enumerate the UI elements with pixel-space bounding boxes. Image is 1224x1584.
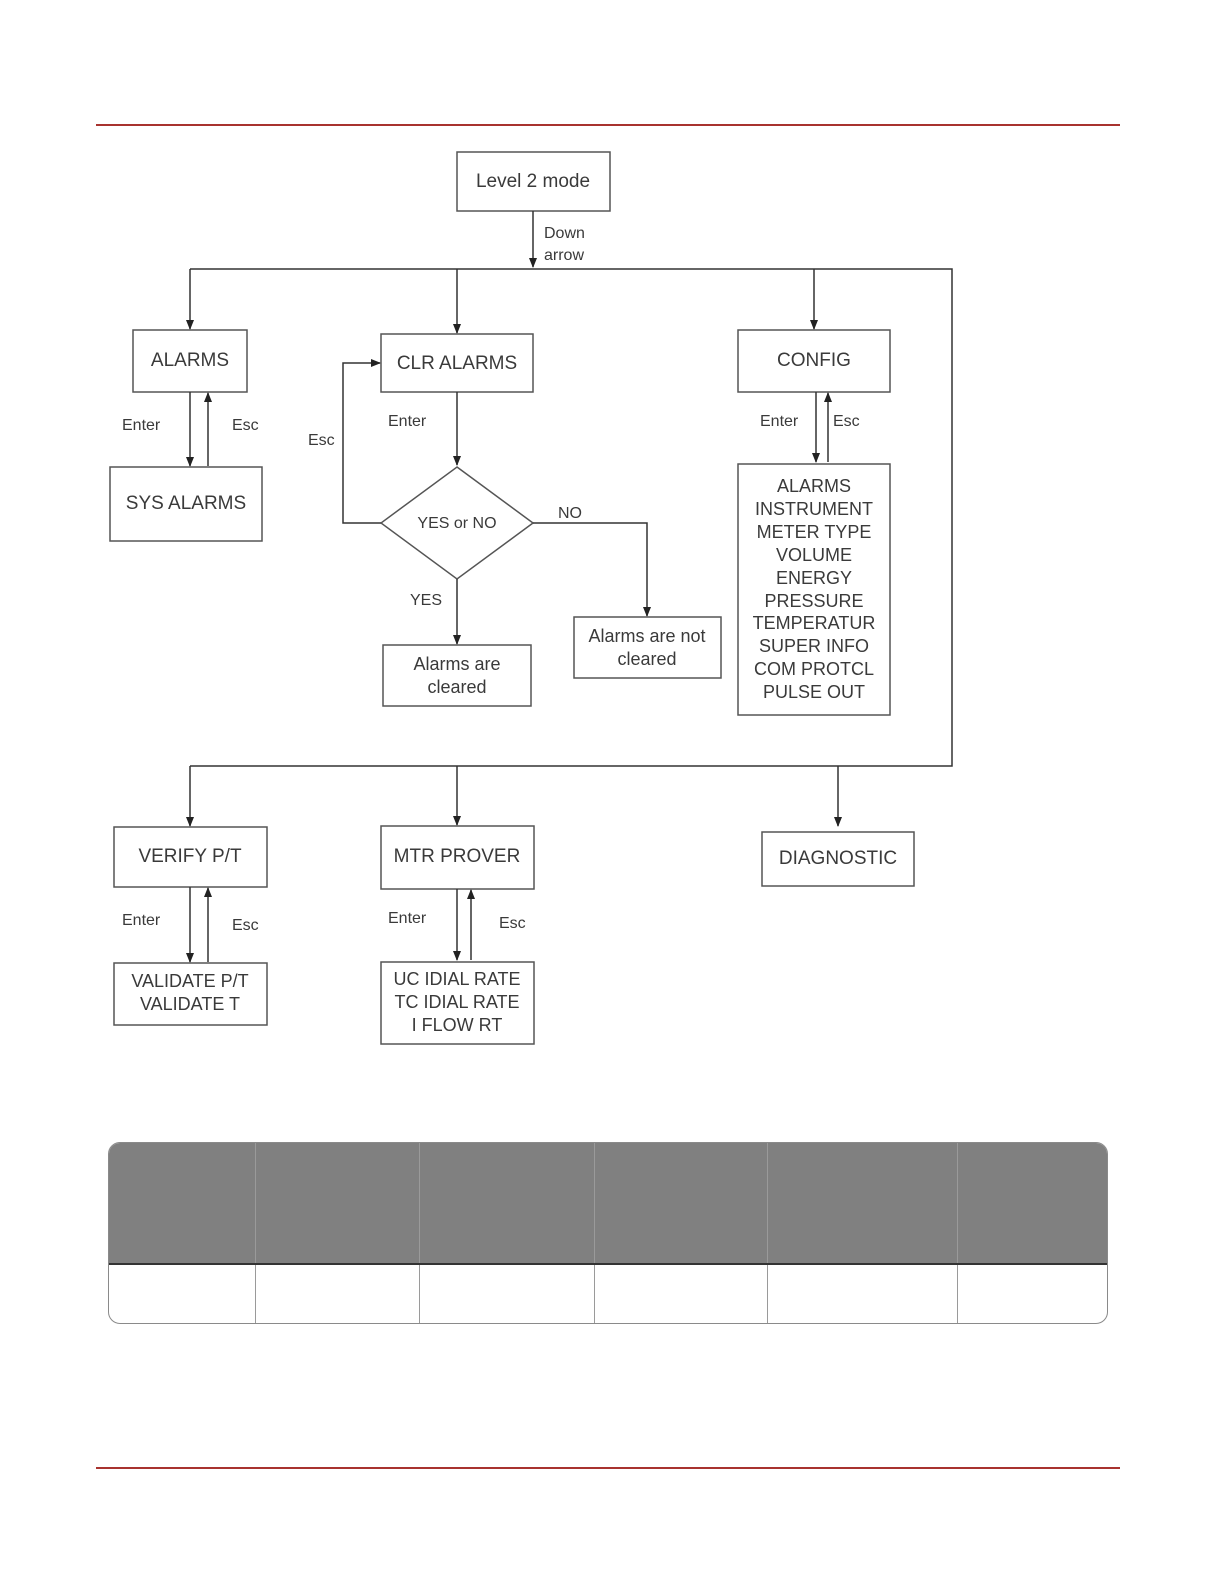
config-menu-item: METER TYPE	[757, 522, 872, 542]
verify-enter-label: Enter	[122, 912, 161, 929]
clr-alarms-label: CLR ALARMS	[397, 353, 517, 374]
validate-node: VALIDATE P/T VALIDATE T	[113, 962, 268, 1026]
down-arrow-label-1: Down	[544, 225, 585, 242]
level-2-mode-label: Level 2 mode	[476, 171, 590, 192]
mtr-prover-node: MTR PROVER	[380, 825, 535, 890]
table-header-cell	[109, 1143, 256, 1264]
table-header-cell	[419, 1143, 595, 1264]
mtr-prover-label: MTR PROVER	[394, 846, 521, 867]
decision-esc-loop	[342, 359, 381, 524]
clr-enter-label: Enter	[388, 413, 427, 430]
table-header-cell	[255, 1143, 420, 1264]
table-header-row	[109, 1143, 1107, 1264]
prover-enter-label: Enter	[388, 910, 427, 927]
no-arrow	[533, 522, 651, 617]
table-header-cell	[594, 1143, 768, 1264]
prover-esc-label: Esc	[499, 915, 526, 932]
config-menu-item: SUPER INFO	[759, 636, 869, 656]
decision-label: YES or NO	[417, 515, 496, 532]
config-menu-item: PRESSURE	[764, 591, 863, 611]
alarms-label: ALARMS	[151, 350, 229, 371]
header-rule	[96, 124, 1120, 126]
yes-no-decision: YES or NO	[379, 466, 535, 580]
verify-pt-label: VERIFY P/T	[138, 846, 242, 867]
alarms-not-cleared-line-2: cleared	[617, 649, 676, 669]
down-arrow-label-2: arrow	[544, 247, 584, 264]
table-cell	[957, 1263, 1107, 1323]
config-menu-item: TEMPERATUR	[753, 613, 876, 633]
alarms-enter-label: Enter	[122, 417, 161, 434]
prover-menu-node: UC IDIAL RATE TC IDIAL RATE I FLOW RT	[380, 961, 535, 1045]
prover-menu-item: UC IDIAL RATE	[393, 969, 520, 989]
table-row	[109, 1263, 1107, 1323]
table-cell	[255, 1263, 420, 1323]
yes-label: YES	[410, 592, 442, 609]
diagnostic-label: DIAGNOSTIC	[779, 848, 897, 869]
level-2-mode-flowchart: Level 2 mode Down arrow ALARMS Enter Esc…	[109, 151, 953, 1045]
config-menu-item: ENERGY	[776, 568, 852, 588]
table-cell	[767, 1263, 958, 1323]
level-2-mode-node: Level 2 mode	[456, 151, 611, 212]
verify-pt-node: VERIFY P/T	[113, 826, 268, 888]
config-menu-node: ALARMS INSTRUMENT METER TYPE VOLUME ENER…	[737, 463, 891, 716]
config-label: CONFIG	[777, 350, 851, 371]
sys-alarms-node: SYS ALARMS	[109, 466, 263, 542]
config-esc-label: Esc	[833, 413, 860, 430]
alarms-cleared-node: Alarms are cleared	[382, 644, 532, 707]
decision-esc-label: Esc	[308, 432, 335, 449]
verify-esc-label: Esc	[232, 917, 259, 934]
empty-table	[108, 1142, 1108, 1324]
prover-menu-item: I FLOW RT	[412, 1015, 503, 1035]
config-menu-item: PULSE OUT	[763, 682, 865, 702]
alarms-not-cleared-node: Alarms are not cleared	[573, 616, 722, 679]
table-header-cell	[957, 1143, 1107, 1264]
config-enter-label: Enter	[760, 413, 799, 430]
sys-alarms-label: SYS ALARMS	[126, 493, 246, 514]
config-menu-item: ALARMS	[777, 476, 851, 496]
alarms-node: ALARMS	[132, 329, 248, 393]
prover-menu-item: TC IDIAL RATE	[394, 992, 519, 1012]
table-cell	[419, 1263, 595, 1323]
validate-line-2: VALIDATE T	[140, 994, 240, 1014]
table-header-cell	[767, 1143, 958, 1264]
config-menu-item: INSTRUMENT	[755, 499, 873, 519]
no-label: NO	[558, 505, 582, 522]
config-menu-item: VOLUME	[776, 545, 852, 565]
alarms-esc-label: Esc	[232, 417, 259, 434]
alarms-not-cleared-line-1: Alarms are not	[588, 626, 705, 646]
table-cell	[594, 1263, 768, 1323]
config-node: CONFIG	[737, 329, 891, 393]
validate-line-1: VALIDATE P/T	[131, 971, 248, 991]
alarms-cleared-line-1: Alarms are	[413, 654, 500, 674]
table-cell	[109, 1263, 256, 1323]
bus-line	[190, 268, 953, 767]
diagnostic-node: DIAGNOSTIC	[761, 831, 915, 887]
alarms-cleared-line-2: cleared	[427, 677, 486, 697]
config-menu-item: COM PROTCL	[754, 659, 874, 679]
footer-rule	[96, 1467, 1120, 1469]
clr-alarms-node: CLR ALARMS	[380, 333, 534, 393]
